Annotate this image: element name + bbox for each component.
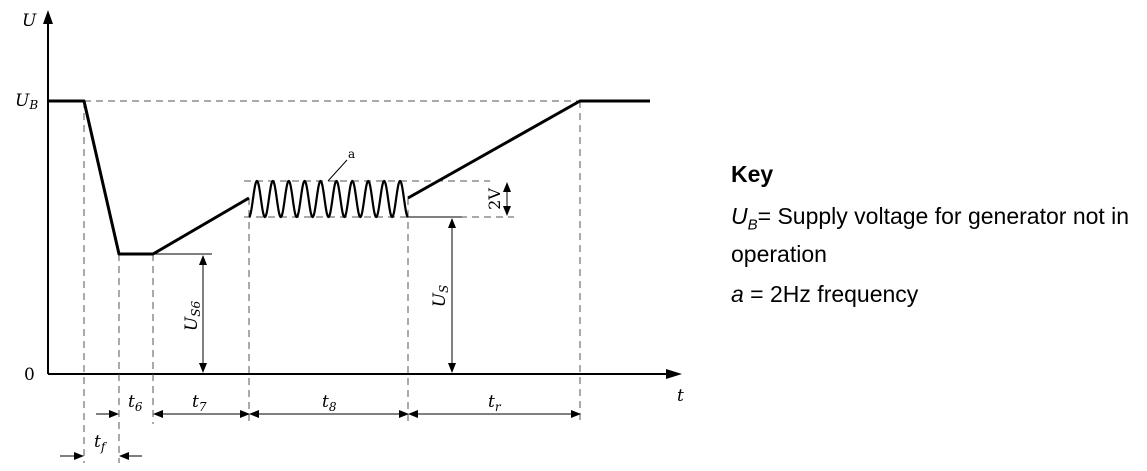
key-legend: Key UB= Supply voltage for generator not… — [731, 160, 1141, 320]
t8-label: t8 — [322, 392, 337, 414]
y-tick-zero: 0 — [24, 365, 35, 385]
us-label: US — [430, 285, 451, 308]
sine-marker-leader — [327, 159, 348, 182]
us6-label: US6 — [182, 301, 203, 332]
tr-label: tr — [488, 392, 502, 414]
sine-wave — [248, 179, 409, 219]
key-title: Key — [731, 161, 774, 187]
voltage-profile-line — [48, 99, 250, 256]
x-axis-arrow-icon — [666, 369, 682, 379]
tf-label: tf — [94, 432, 108, 454]
x-axis-label: t — [677, 386, 684, 406]
voltage-ramp-line — [407, 99, 650, 200]
key-ub-sub: B — [747, 216, 758, 234]
key-ub-symbol: U — [731, 203, 748, 229]
amplitude-label: 2V — [485, 188, 504, 210]
key-ub-text: = Supply voltage for generator not in op… — [731, 203, 1130, 267]
t7-label: t7 — [192, 392, 207, 414]
key-item-ub: UB= Supply voltage for generator not in … — [731, 202, 1141, 268]
y-axis-label: U — [22, 11, 37, 31]
y-tick-ub: UB — [15, 91, 38, 112]
sine-marker-label: a — [348, 147, 355, 161]
key-item-a: a = 2Hz frequency — [731, 280, 1141, 308]
t6-label: t6 — [128, 392, 143, 414]
y-axis-arrow-icon — [43, 10, 53, 24]
key-a-text: = 2Hz frequency — [743, 280, 919, 307]
key-a-symbol: a — [731, 280, 744, 307]
